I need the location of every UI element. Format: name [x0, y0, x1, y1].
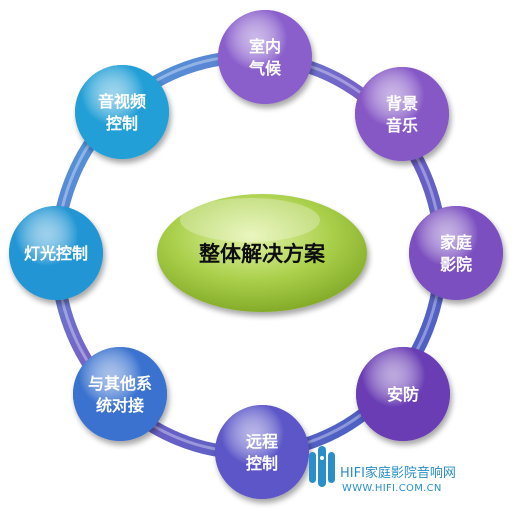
node-gloss: [73, 347, 167, 441]
node-security: 安防: [356, 347, 450, 441]
node-label: 音乐: [386, 116, 418, 135]
node-label: 控制: [246, 454, 278, 473]
node-label: 家庭: [440, 233, 472, 252]
watermark-line2: WWW.HIFI.COM.CN: [342, 483, 442, 494]
watermark-line1: HIFI家庭影院音响网: [340, 465, 456, 481]
node-label: 影院: [440, 255, 472, 274]
node-label: 统对接: [96, 396, 144, 415]
center-label: 整体解决方案: [199, 242, 326, 266]
node-label: 灯光控制: [24, 244, 88, 263]
node-home-theater: 家庭影院: [409, 206, 503, 300]
node-gloss: [409, 206, 503, 300]
node-label: 安防: [387, 385, 419, 404]
node-gloss: [356, 347, 450, 441]
node-label: 控制: [106, 114, 138, 133]
node-gloss: [218, 10, 312, 104]
node-gloss: [9, 206, 103, 300]
node-label: 室内: [249, 37, 281, 56]
center-node: 整体解决方案: [157, 194, 367, 312]
watermark: HIFI家庭影院音响网 WWW.HIFI.COM.CN: [309, 446, 456, 494]
node-gloss: [215, 405, 309, 499]
node-gloss: [355, 67, 449, 161]
node-label: 气候: [248, 59, 282, 78]
node-gloss: [75, 65, 169, 159]
node-label: 远程: [246, 432, 278, 451]
node-label: 音视频: [98, 92, 146, 111]
node-label: 与其他系: [88, 374, 152, 393]
node-lighting-control: 灯光控制: [9, 206, 103, 300]
hifi-logo-icon: [309, 446, 335, 487]
node-label: 背景: [386, 94, 418, 113]
